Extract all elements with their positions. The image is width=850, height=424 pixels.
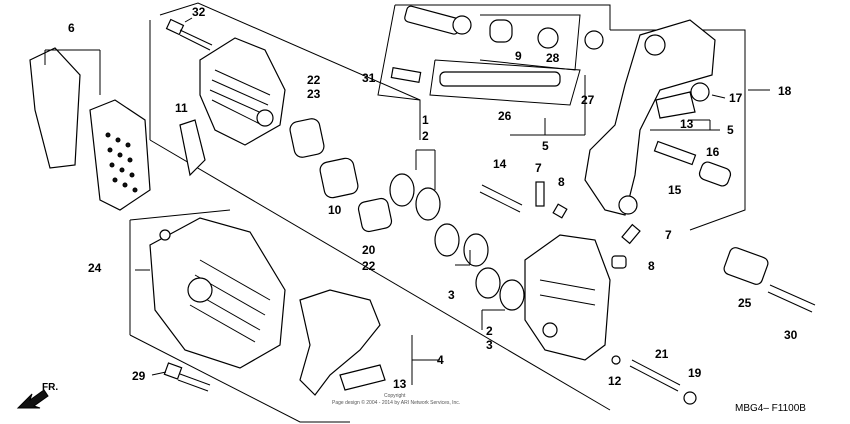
callout-7-lower: 7 bbox=[665, 228, 672, 242]
front-direction-indicator: FR. bbox=[16, 382, 58, 409]
diagram-code: MBG4– F1100B bbox=[735, 403, 806, 414]
brake-pads bbox=[29, 47, 151, 211]
callout-22-lower: 22 bbox=[362, 259, 376, 273]
caliper-cover-upper bbox=[199, 37, 286, 146]
callout-13-right: 13 bbox=[680, 117, 694, 131]
callout-22-upper: 22 bbox=[307, 73, 321, 87]
callout-3-lower: 3 bbox=[486, 338, 493, 352]
callout-4: 4 bbox=[437, 353, 444, 367]
callout-25: 25 bbox=[738, 296, 752, 310]
callout-13-lower: 13 bbox=[393, 377, 407, 391]
callout-10: 10 bbox=[328, 203, 342, 217]
callout-28: 28 bbox=[546, 51, 560, 65]
callout-29: 29 bbox=[132, 369, 146, 383]
small-parts-upper bbox=[390, 5, 604, 87]
callout-12: 12 bbox=[608, 374, 622, 388]
callout-17: 17 bbox=[729, 91, 743, 105]
callout-27: 27 bbox=[581, 93, 595, 107]
callout-2-lower: 2 bbox=[486, 324, 493, 338]
piston-sleeves bbox=[289, 118, 393, 233]
callout-20: 20 bbox=[362, 243, 376, 257]
piston-seals bbox=[389, 173, 525, 311]
callout-7-upper: 7 bbox=[535, 161, 542, 175]
slide-pin-14 bbox=[479, 184, 523, 213]
callout-9: 9 bbox=[515, 49, 522, 63]
callout-6: 6 bbox=[68, 21, 75, 35]
callout-26: 26 bbox=[498, 109, 512, 123]
caliper-bracket-18 bbox=[584, 19, 716, 216]
callout-14: 14 bbox=[493, 157, 507, 171]
parts-bottom-right bbox=[611, 247, 816, 405]
callout-3-upper: 3 bbox=[448, 288, 455, 302]
leader-lines bbox=[44, 17, 770, 385]
callout-18: 18 bbox=[778, 84, 792, 98]
callout-24: 24 bbox=[88, 261, 102, 275]
caliper-bolt-32 bbox=[165, 18, 213, 51]
callout-8-lower: 8 bbox=[648, 259, 655, 273]
callout-19: 19 bbox=[688, 366, 702, 380]
callout-30: 30 bbox=[784, 328, 798, 342]
group-outlines bbox=[129, 2, 746, 423]
copyright-label: Copyright bbox=[384, 393, 406, 399]
front-arrow-icon bbox=[16, 389, 49, 409]
front-label: FR. bbox=[42, 382, 58, 393]
caliper-bracket-4 bbox=[299, 289, 386, 396]
callout-31: 31 bbox=[362, 71, 376, 85]
callout-32: 32 bbox=[192, 5, 206, 19]
callout-8-upper: 8 bbox=[558, 175, 565, 189]
callout-23: 23 bbox=[307, 87, 321, 101]
callout-11: 11 bbox=[175, 101, 188, 115]
callout-21: 21 bbox=[655, 347, 669, 361]
callout-1: 1 bbox=[422, 113, 429, 127]
pad-spring-11 bbox=[179, 119, 206, 177]
callout-5-center: 5 bbox=[542, 139, 549, 153]
callout-16: 16 bbox=[706, 145, 720, 159]
callout-2-upper: 2 bbox=[422, 129, 429, 143]
caliper-body-right bbox=[524, 234, 611, 361]
spring-clips-right bbox=[653, 82, 732, 187]
bleeder-screws bbox=[535, 181, 641, 269]
mounting-bolt-29 bbox=[163, 362, 211, 392]
callout-15: 15 bbox=[668, 183, 682, 197]
copyright-detail: Page design © 2004 - 2014 by ARI Network… bbox=[332, 399, 460, 406]
callout-numbers: 6 32 11 22 23 31 9 28 27 26 5 1 2 14 7 8… bbox=[68, 5, 798, 391]
callout-5-right: 5 bbox=[727, 123, 734, 137]
caliper-body-left-24 bbox=[149, 217, 286, 369]
